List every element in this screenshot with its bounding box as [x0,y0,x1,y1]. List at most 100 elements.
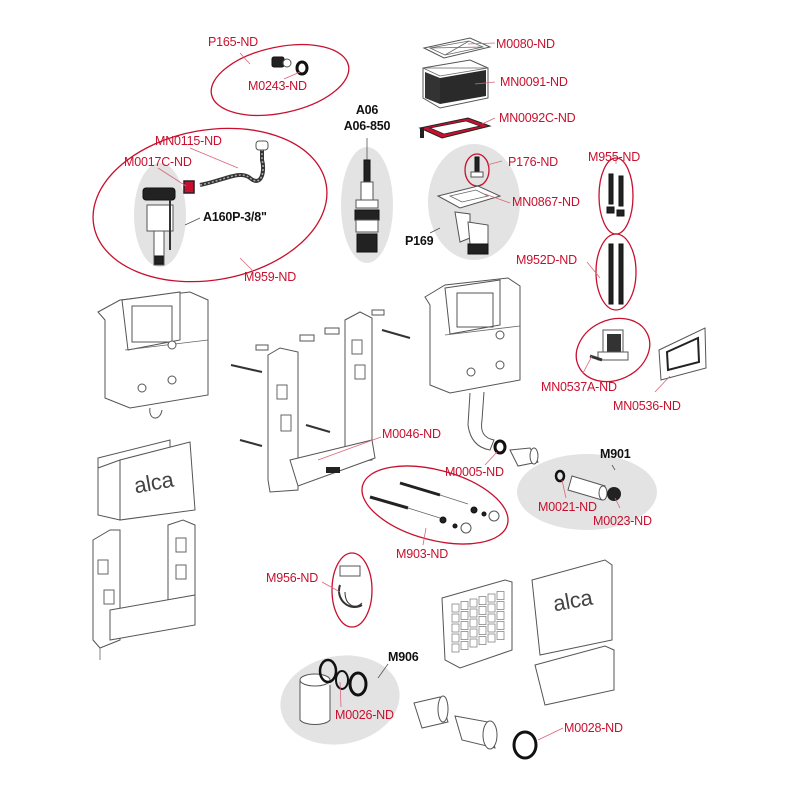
grid-cell [469,628,478,638]
part-m0028-seal [512,730,538,760]
label-m0046: M0046-ND [382,427,441,441]
grid-cell [478,616,487,625]
label-m0243: M0243-ND [248,79,307,93]
leader-lines [157,42,671,741]
part-m0021-ring [554,469,566,483]
group-outline-m903 [361,465,509,545]
label-p165: P165-ND [208,35,259,49]
label-a06-850: A06-850 [343,119,391,133]
group-outline-m955 [598,157,634,235]
grid-cell [478,636,487,645]
part-a06-flush-valve [354,138,380,253]
part-m903-rods [369,481,500,534]
label-p176: P176-ND [508,155,559,169]
grid-cell [469,608,478,618]
label-m956: M956-ND [266,571,319,585]
part-m0243-ring [295,60,309,76]
part-p165-valve [271,56,292,68]
grid-cell [478,626,487,635]
part-m955-rods [606,173,625,217]
part-frame-left [92,519,196,660]
grid-cell [451,623,460,633]
grid-cell [460,621,469,630]
label-mn0092c: MN0092C-ND [499,111,576,125]
grid-cell [460,611,469,620]
part-a160p-fill-valve [142,187,176,266]
part-mn0867-plate [436,185,502,209]
part-m906-ring-1 [318,658,338,684]
grid-cell [487,623,496,633]
part-m952d-rods [608,243,624,305]
label-mn0091: MN0091-ND [500,75,568,89]
grid-cell [487,603,496,613]
group-outline-p165 [210,43,350,117]
grid-cell [487,633,496,643]
label-m0023: M0023-ND [593,514,652,528]
part-mn0537a-mechanism [589,329,629,362]
part-mn0092c-gasket [418,117,492,139]
grid-cell [469,598,478,608]
label-m901: M901 [600,447,631,461]
part-m0080-frame [422,37,492,59]
part-front-cover-left [97,439,196,521]
group-bg-m906 [280,655,400,745]
grid-cell [478,606,487,615]
part-p176-screw [470,156,484,178]
group-outline-mn0537a [575,317,651,383]
group-outline-m956 [331,552,373,628]
label-m906: M906 [388,650,419,664]
part-m901-pipe [567,475,608,501]
grid-cell [460,631,469,640]
label-m0021: M0021-ND [538,500,597,514]
grid-cell [487,593,496,603]
grid-cell [496,621,505,630]
label-m0026: M0026-ND [335,708,394,722]
part-grid-cover-cells [451,591,505,653]
part-frame-screws [230,309,411,447]
part-m0017c-clip [183,180,195,194]
grid-cell [469,638,478,648]
part-outlet-pipe-short [509,447,539,467]
part-frame-center [267,311,376,493]
grid-cell [460,601,469,610]
grid-cell [451,613,460,623]
label-mn0536: MN0536-ND [613,399,681,413]
label-a160p: A160P-3/8" [203,210,267,224]
label-m0080: M0080-ND [496,37,555,51]
part-m906-elbow [299,673,331,725]
part-m0023-cap [607,487,621,501]
part-m0005-seal [493,439,507,455]
label-a06: A06 [355,103,379,117]
label-m0017c: M0017C-ND [124,155,192,169]
grid-cell [496,631,505,640]
part-mn0536-flush-plate [658,327,707,381]
grid-cell [469,618,478,628]
grid-cell [496,611,505,620]
grid-cell [460,641,469,650]
part-cistern-left [97,291,209,419]
label-p169: P169 [405,234,434,248]
label-m0005: M0005-ND [445,465,504,479]
grid-cell [496,601,505,610]
part-mn0091-box [422,59,489,109]
label-mn0115: MN0115-ND [155,134,222,148]
part-front-cover-right [531,559,615,706]
label-mn0537a: MN0537A-ND [541,380,617,394]
label-m955: M955-ND [588,150,641,164]
group-outline-m952d [595,233,637,311]
part-m0026-ring [335,670,349,690]
part-cistern-right [424,277,521,451]
label-m0028: M0028-ND [564,721,623,735]
grid-cell [451,633,460,643]
grid-cell [487,613,496,623]
grid-cell [451,603,460,613]
group-outline-m959 [92,127,328,283]
grid-cell [451,643,460,653]
part-m906-ring-2 [348,671,368,697]
label-m903: M903-ND [396,547,449,561]
part-p169-lever [454,211,489,255]
label-m959: M959-ND [244,270,297,284]
part-mn0115-hose [199,140,269,187]
part-bottom-pipe-1 [413,695,449,729]
